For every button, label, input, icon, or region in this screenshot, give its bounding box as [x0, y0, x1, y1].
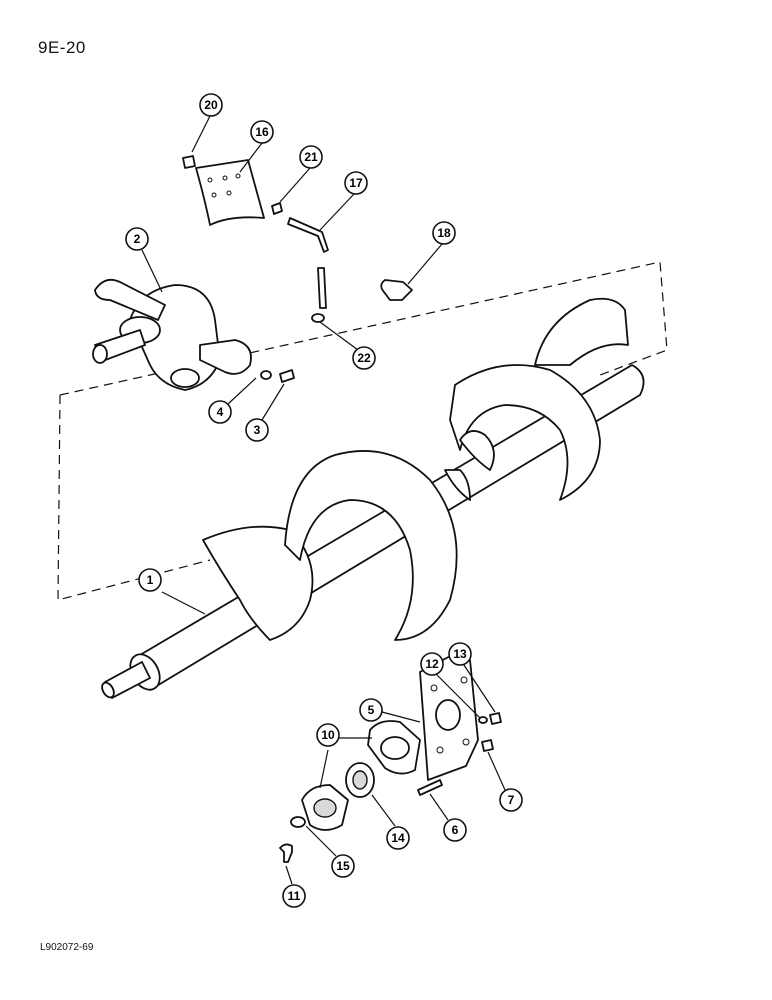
nut-7 [481, 739, 494, 752]
grease-fitting-21 [271, 202, 283, 215]
callout-10: 10 [316, 723, 340, 747]
nut-13 [489, 712, 502, 725]
callout-3: 3 [245, 418, 269, 442]
leader-lines [141, 115, 506, 885]
callout-label: 22 [357, 351, 371, 365]
assembly-boundary [57, 261, 668, 601]
callout-22: 22 [352, 346, 376, 370]
drawing-code: L902072-69 [40, 942, 94, 953]
carriage-bolt-11 [279, 843, 293, 863]
nut-20 [182, 155, 196, 169]
bolt-6 [417, 779, 443, 796]
callout-label: 6 [452, 823, 459, 837]
callout-label: 3 [254, 423, 261, 437]
washer-4 [260, 370, 272, 380]
bracket-16 [195, 159, 265, 226]
callout-label: 15 [336, 859, 350, 873]
callout-18: 18 [432, 221, 456, 245]
callout-label: 13 [453, 647, 467, 661]
callout-15: 15 [331, 854, 355, 878]
callout-label: 4 [217, 405, 224, 419]
callout-11: 11 [282, 884, 306, 908]
callout-label: 18 [437, 226, 451, 240]
callout-20: 20 [199, 93, 223, 117]
callout-label: 10 [321, 728, 335, 742]
callout-21: 21 [299, 145, 323, 169]
callout-2: 2 [125, 227, 149, 251]
callout-label: 2 [134, 232, 141, 246]
callout-13: 13 [448, 642, 472, 666]
callout-label: 21 [304, 150, 318, 164]
callout-6: 6 [443, 818, 467, 842]
callout-5: 5 [359, 698, 383, 722]
grease-line-17 [287, 217, 329, 253]
bolt-3 [279, 369, 295, 383]
callout-4: 4 [208, 400, 232, 424]
callout-17: 17 [344, 171, 368, 195]
washer-12 [478, 716, 488, 724]
callout-label: 12 [425, 657, 439, 671]
auger [101, 297, 645, 699]
callout-label: 11 [288, 889, 301, 903]
callout-label: 7 [508, 793, 515, 807]
callout-16: 16 [250, 120, 274, 144]
rod-22 [317, 267, 327, 309]
page-label: 9E-20 [38, 38, 86, 57]
callout-14: 14 [386, 826, 410, 850]
callout-7: 7 [499, 788, 523, 812]
clip-18 [380, 279, 413, 301]
callout-label: 14 [391, 831, 405, 845]
callout-label: 5 [368, 703, 375, 717]
callout-label: 20 [204, 98, 218, 112]
washer-15 [290, 816, 306, 828]
callout-label: 1 [147, 573, 154, 587]
gearbox [92, 278, 252, 391]
callout-label: 16 [255, 125, 269, 139]
callout-12: 12 [420, 652, 444, 676]
callout-label: 17 [349, 176, 363, 190]
callout-1: 1 [138, 568, 162, 592]
